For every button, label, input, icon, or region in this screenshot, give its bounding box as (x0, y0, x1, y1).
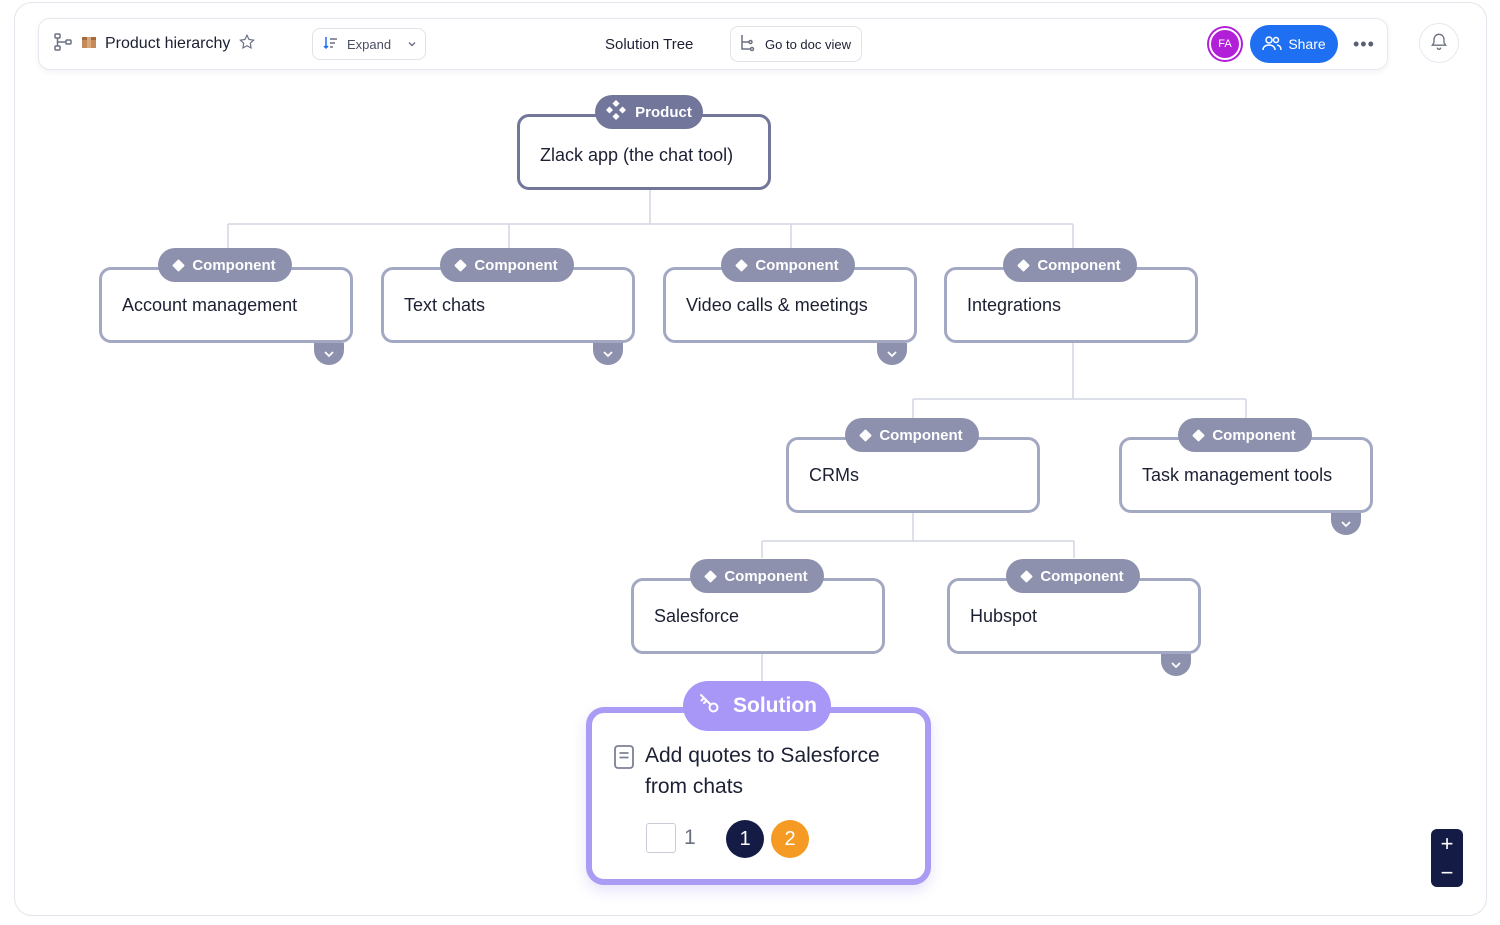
avatar-initials: FA (1218, 38, 1232, 50)
marker-circle-1[interactable]: 1 (726, 820, 764, 858)
doc-title[interactable]: Product hierarchy (105, 35, 231, 52)
node-label: Zlack app (the chat tool) (540, 144, 734, 165)
expand-children-button[interactable] (877, 343, 907, 365)
badge-label: Component (879, 426, 963, 444)
node-label: CRMs (809, 464, 859, 485)
badge-label: Solution (733, 694, 817, 717)
top-toolbar: Product hierarchy Expand Solution Tree (38, 18, 1388, 70)
chevron-down-icon (407, 37, 417, 52)
zoom-in-button[interactable]: + (1440, 830, 1454, 856)
solution-label: Add quotes to Salesforce from chats (645, 744, 880, 798)
badge-label: Component (1040, 567, 1124, 585)
node-label: Integrations (967, 294, 1062, 315)
key-icon (697, 691, 721, 721)
badge-label: Component (192, 256, 276, 274)
connector-integrations (912, 343, 1247, 418)
tree-structure-icon[interactable] (53, 32, 73, 57)
document-icon (613, 744, 635, 775)
checklist-count: 1 (684, 826, 696, 849)
badge-label: Component (474, 256, 558, 274)
diamond-icon (704, 569, 718, 583)
expand-children-button[interactable] (314, 343, 344, 365)
solution-badge: Solution (683, 681, 831, 731)
doc-tree-icon (739, 33, 757, 56)
diamond-icon (172, 258, 186, 272)
marker-circle-2[interactable]: 2 (771, 820, 809, 858)
product-icon (606, 99, 627, 124)
chevron-down-icon (1170, 656, 1182, 674)
notifications-button[interactable] (1419, 23, 1459, 63)
badge-label: Component (1037, 256, 1121, 274)
box-emoji-icon (81, 34, 97, 55)
doc-title-group: Product hierarchy (53, 19, 256, 69)
node-label: Account management (122, 294, 298, 315)
bell-icon (1429, 31, 1449, 56)
expand-children-button[interactable] (593, 343, 623, 365)
diamond-icon (1192, 428, 1206, 442)
zoom-controls: + − (1431, 829, 1463, 887)
component-badge: Component (440, 248, 574, 282)
connector-crms (761, 513, 1075, 558)
component-badge: Component (1003, 248, 1137, 282)
node-label: Task management tools (1142, 464, 1333, 485)
component-badge: Component (690, 559, 824, 593)
chevron-down-icon (1340, 515, 1352, 533)
chevron-down-icon (886, 345, 898, 363)
diamond-icon (1020, 569, 1034, 583)
expand-label: Expand (347, 36, 392, 52)
view-title: Solution Tree (605, 35, 694, 53)
more-options-button[interactable]: ••• (1353, 33, 1375, 54)
badge-label: Component (755, 256, 839, 274)
go-to-doc-view-button[interactable]: Go to doc view (730, 26, 862, 62)
marker-label: 2 (784, 827, 796, 850)
node-label: Hubspot (970, 605, 1038, 626)
chevron-down-icon (602, 345, 614, 363)
share-button[interactable]: Share (1250, 25, 1338, 63)
component-badge: Component (721, 248, 855, 282)
share-label: Share (1288, 36, 1326, 52)
solution-node[interactable] (586, 707, 931, 885)
expand-children-button[interactable] (1331, 513, 1361, 535)
component-badge: Component (158, 248, 292, 282)
star-icon[interactable] (238, 33, 256, 56)
chevron-down-icon (323, 345, 335, 363)
users-icon (1262, 35, 1283, 54)
badge-label: Component (1212, 426, 1296, 444)
diamond-icon (1017, 258, 1031, 272)
sort-icon (323, 35, 339, 54)
expand-button[interactable]: Expand (312, 28, 426, 60)
badge-label: Component (724, 567, 808, 585)
node-label: Video calls & meetings (686, 294, 868, 315)
checklist-checkbox[interactable] (646, 823, 676, 853)
component-badge: Component (845, 418, 979, 452)
component-badge: Component (1006, 559, 1140, 593)
marker-label: 1 (739, 827, 751, 850)
diamond-icon (735, 258, 749, 272)
avatar[interactable]: FA (1209, 28, 1241, 60)
zoom-out-button[interactable]: − (1440, 859, 1454, 885)
diamond-icon (859, 428, 873, 442)
expand-children-button[interactable] (1161, 654, 1191, 676)
node-label: Text chats (404, 294, 486, 315)
diamond-icon (454, 258, 468, 272)
component-badge: Component (1178, 418, 1312, 452)
connector-product (227, 190, 1074, 248)
go-to-doc-view-label: Go to doc view (765, 36, 851, 52)
node-label: Salesforce (654, 605, 740, 626)
badge-label: Product (635, 103, 692, 121)
product-badge: Product (595, 95, 703, 129)
